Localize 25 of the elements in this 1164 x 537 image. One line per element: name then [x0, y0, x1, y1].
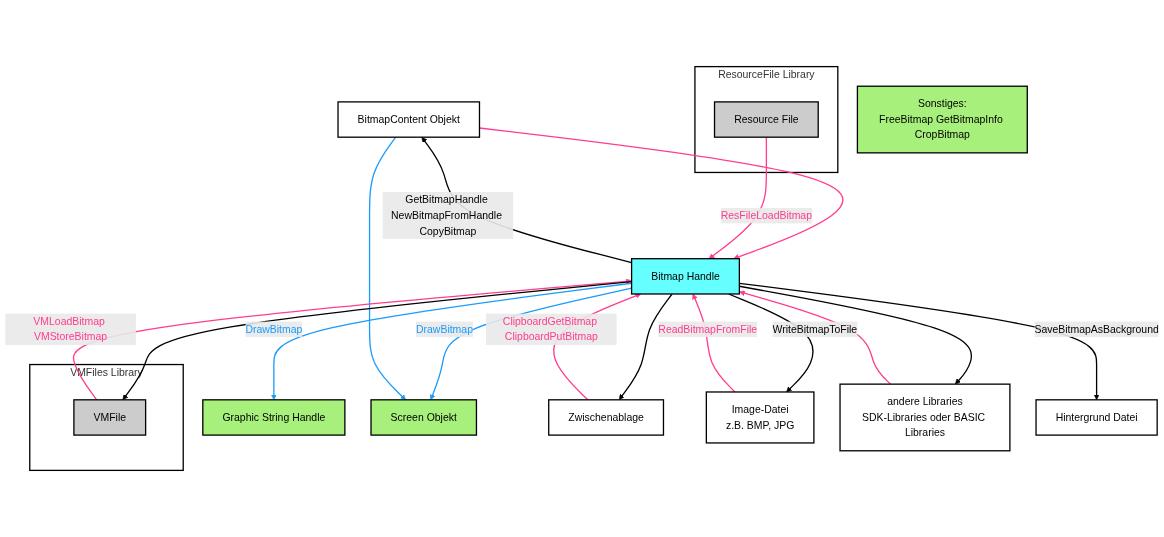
node-box: BitmapContent Objekt: [337, 101, 481, 138]
edge-label: ResFileLoadBitmap: [720, 209, 812, 221]
node-box: Resource File: [713, 101, 819, 138]
arrow: [708, 136, 768, 259]
node-box: Screen Objekt: [370, 399, 478, 436]
arrow: [618, 293, 673, 401]
node-box: Bitmap Handle: [630, 258, 741, 295]
node-box: Hintergrund Datei: [1035, 399, 1158, 436]
edge-label: DrawBitmap: [245, 323, 303, 335]
arrow: [738, 282, 1100, 401]
arrow: [738, 285, 973, 385]
edge-label: WriteBitmapToFile: [772, 323, 858, 335]
edge-label: DrawBitmap: [416, 323, 473, 335]
node-box: andere Libraries SDK-Libraries oder BASIC Libraries: [839, 383, 1011, 452]
arrow: [368, 136, 406, 401]
edge-label: ReadBitmapFromFile: [658, 323, 758, 335]
edge-label: VMLoadBitmap VMStoreBitmap: [33, 315, 108, 343]
edge-label: GetBitmapHandle NewBitmapFromHandle CopyBitmap: [391, 194, 502, 237]
node-box: VMFile: [73, 399, 147, 436]
node-box: Zwischenablage: [548, 399, 665, 436]
edge-label: ClipboardGetBitmap ClipboardPutBitmap: [502, 315, 598, 343]
edge-label: SaveBitmapAsBackground: [1034, 323, 1159, 335]
node-box: Sonstiges: FreeBitmap GetBitmapInfo CropBitmap: [856, 85, 1028, 154]
node-box: Graphic String Handle: [202, 399, 346, 436]
node-box: Image-Datei z.B. BMP, JPG: [705, 391, 815, 444]
